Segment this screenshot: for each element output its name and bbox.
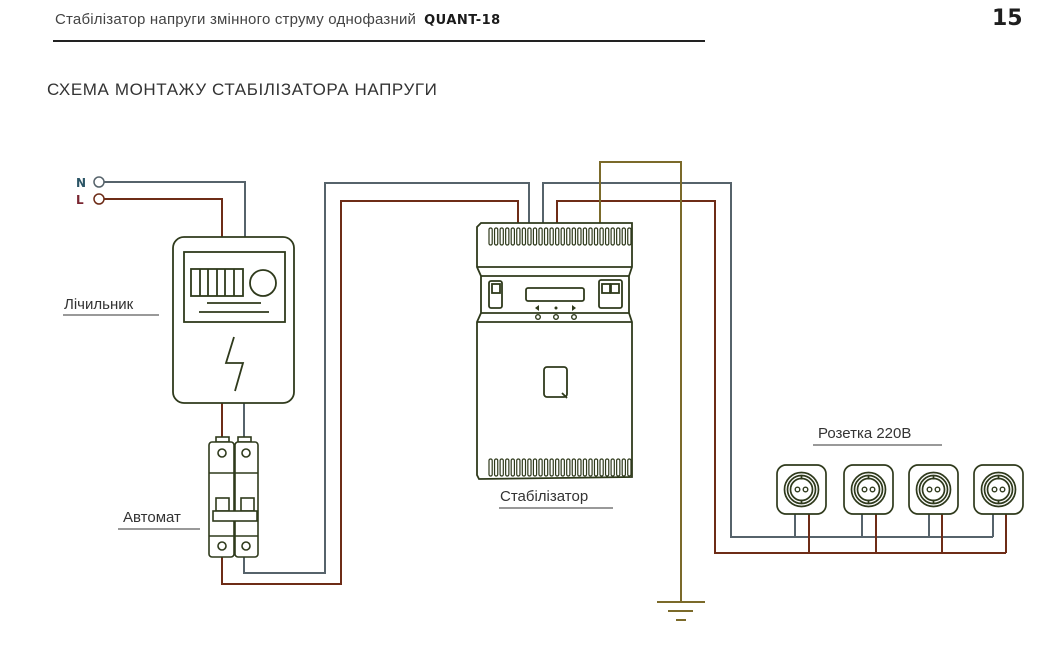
stabilizer-display bbox=[525, 287, 585, 302]
vent-slot bbox=[593, 458, 599, 477]
vent-slot bbox=[621, 458, 627, 477]
model-name: QUANT-18 bbox=[424, 13, 501, 28]
vent-slot bbox=[554, 458, 560, 477]
vent-slot bbox=[627, 458, 632, 477]
vent-slot bbox=[505, 227, 510, 246]
vent-slot bbox=[521, 458, 527, 477]
page-number: 15 bbox=[992, 6, 1023, 31]
vent-slot bbox=[516, 458, 521, 477]
vent-slot bbox=[621, 227, 627, 246]
line-terminal-icon bbox=[93, 193, 105, 205]
vent-slot bbox=[627, 227, 632, 246]
vent-slot bbox=[571, 458, 577, 477]
header-divider bbox=[53, 40, 705, 42]
vent-slot bbox=[543, 227, 549, 246]
stabilizer-bottom-vent bbox=[488, 458, 632, 477]
vent-slot bbox=[593, 227, 599, 246]
vent-slot bbox=[499, 227, 504, 246]
vent-slot bbox=[527, 227, 532, 246]
neutral-terminal-label: N bbox=[76, 176, 86, 190]
vent-slot bbox=[604, 227, 610, 246]
neutral-wire-input bbox=[104, 181, 246, 237]
meter-label: Лічильник bbox=[64, 296, 134, 313]
vent-slot bbox=[599, 458, 604, 477]
vent-slot bbox=[604, 458, 610, 477]
vent-slot bbox=[532, 227, 538, 246]
vent-slot bbox=[505, 458, 510, 477]
stabilizer-label: Стабілізатор bbox=[500, 488, 588, 505]
line-wires bbox=[104, 198, 1007, 585]
document-title: Стабілізатор напруги змінного струму одн… bbox=[55, 11, 501, 28]
right-arrow-icon bbox=[572, 305, 576, 311]
vent-slot bbox=[510, 227, 516, 246]
vent-slot bbox=[488, 458, 493, 477]
stabilizer-right-switch bbox=[598, 279, 623, 309]
vent-slot bbox=[616, 227, 621, 246]
button-2 bbox=[553, 314, 560, 321]
vent-slot bbox=[560, 227, 565, 246]
stabilizer-top-vent bbox=[488, 227, 632, 246]
vent-slot bbox=[516, 227, 521, 246]
sockets-group bbox=[776, 464, 1024, 515]
vent-slot bbox=[582, 458, 588, 477]
section-title: СХЕМА МОНТАЖУ СТАБІЛІЗАТОРА НАПРУГИ bbox=[47, 80, 438, 99]
circuit-breaker-icon bbox=[208, 436, 259, 558]
vent-slot bbox=[599, 227, 604, 246]
neutral-wire-breaker-stabilizer bbox=[243, 182, 530, 574]
vent-slot bbox=[588, 227, 593, 246]
vent-slot bbox=[499, 458, 504, 477]
vent-slot bbox=[610, 227, 615, 246]
neutral-wire-stabilizer-sockets bbox=[542, 182, 993, 538]
lightning-icon bbox=[224, 336, 245, 392]
vent-slot bbox=[532, 458, 538, 477]
vent-slot bbox=[577, 227, 582, 246]
input-terminals: N L bbox=[76, 176, 105, 207]
vent-slot bbox=[571, 227, 577, 246]
left-arrow-icon bbox=[535, 305, 539, 311]
document-title-text: Стабілізатор напруги змінного струму одн… bbox=[55, 11, 417, 28]
vent-slot bbox=[510, 458, 516, 477]
vent-slot bbox=[488, 227, 493, 246]
button-3 bbox=[571, 314, 578, 321]
vent-slot bbox=[577, 458, 582, 477]
vent-slot bbox=[566, 458, 571, 477]
vent-slot bbox=[554, 227, 560, 246]
socket-icon bbox=[973, 464, 1024, 515]
vent-slot bbox=[493, 458, 499, 477]
ground-wire bbox=[599, 161, 705, 621]
vent-slot bbox=[549, 227, 554, 246]
vent-slot bbox=[549, 458, 554, 477]
breaker-label: Автомат bbox=[123, 509, 181, 526]
stabilizer-icon bbox=[476, 222, 633, 480]
button-1 bbox=[535, 314, 542, 321]
line-wire-input bbox=[104, 198, 223, 237]
neutral-wires bbox=[104, 181, 994, 574]
socket-icon bbox=[908, 464, 959, 515]
socket-icon bbox=[843, 464, 894, 515]
ground-wire-line bbox=[599, 161, 682, 602]
neutral-terminal-icon bbox=[93, 176, 105, 188]
vent-slot bbox=[582, 227, 588, 246]
line-wire-breaker-stabilizer bbox=[221, 200, 519, 585]
vent-slot bbox=[493, 227, 499, 246]
vent-slot bbox=[538, 458, 543, 477]
sockets-label: Розетка 220В bbox=[818, 425, 911, 442]
line-terminal-label: L bbox=[76, 193, 84, 207]
line-wire-stabilizer-sockets bbox=[556, 200, 1006, 554]
vent-slot bbox=[560, 458, 565, 477]
vent-slot bbox=[610, 458, 615, 477]
dot-icon bbox=[554, 306, 558, 310]
vent-slot bbox=[521, 227, 527, 246]
vent-slot bbox=[538, 227, 543, 246]
socket-icon bbox=[776, 464, 827, 515]
brand-logo-icon bbox=[543, 366, 568, 399]
vent-slot bbox=[616, 458, 621, 477]
electricity-meter-icon bbox=[172, 236, 295, 404]
vent-slot bbox=[566, 227, 571, 246]
vent-slot bbox=[588, 458, 593, 477]
vent-slot bbox=[527, 458, 532, 477]
vent-slot bbox=[543, 458, 549, 477]
